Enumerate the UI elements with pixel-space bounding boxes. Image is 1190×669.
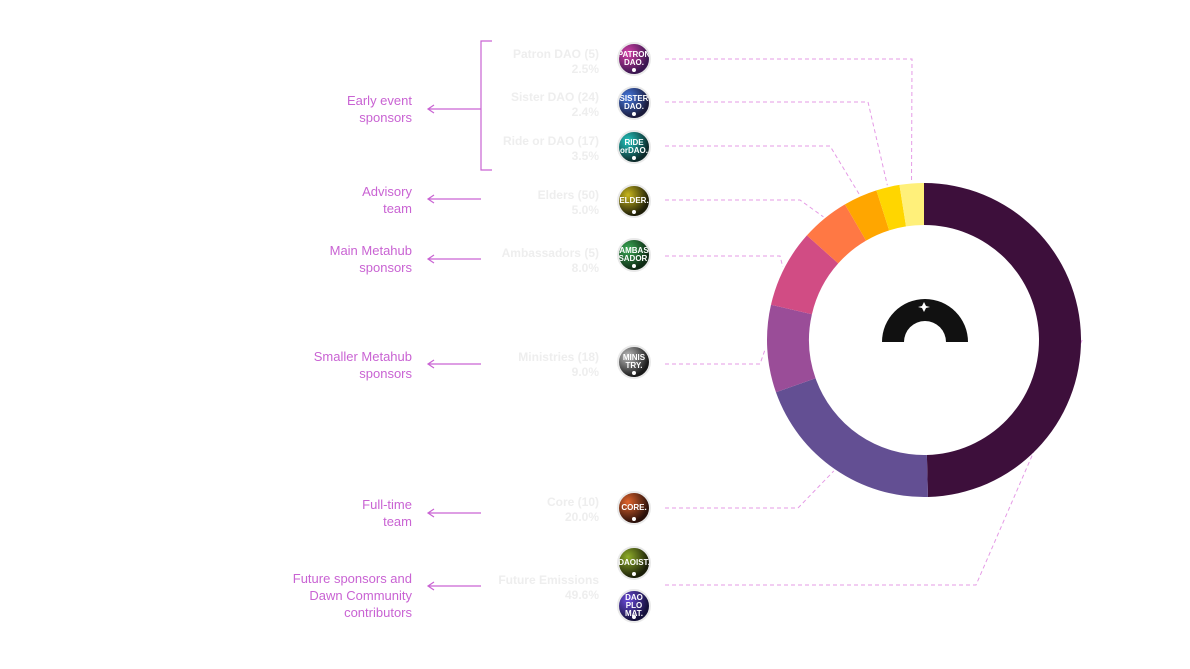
- arrow-future: [426, 581, 481, 591]
- slice-patron-dao: [899, 183, 924, 227]
- slice-label-ambassadors: Ambassadors (5) 8.0%: [501, 246, 599, 275]
- slice-label-ministries: Ministries (18) 9.0%: [518, 350, 599, 379]
- badge-elder: ELDER.: [617, 184, 651, 218]
- center-logo: [882, 299, 968, 342]
- group-arrows: [426, 40, 492, 591]
- arrow-early-event: [426, 104, 481, 114]
- connector-ambassadors: [665, 255, 784, 268]
- slice-ambassadors: [770, 235, 839, 315]
- slice-future-emissions: [924, 183, 1081, 497]
- slice-label-patron-dao: Patron DAO (5) 2.5%: [512, 47, 599, 76]
- donut-slices: [767, 183, 1081, 497]
- badge-daoist: DAOIST.: [617, 546, 651, 580]
- connector-ministries: [665, 348, 766, 365]
- connector-core: [665, 470, 835, 509]
- slice-elders: [806, 204, 867, 264]
- arrow-smaller-metahub: [426, 359, 481, 369]
- arrow-advisory: [426, 194, 481, 204]
- slice-label-elders: Elders (50) 5.0%: [537, 188, 599, 217]
- arrow-full-time: [426, 508, 481, 518]
- slice-label-core: Core (10) 20.0%: [546, 495, 599, 524]
- slice-ministries: [767, 304, 816, 393]
- connector-ride-or-dao: [665, 145, 860, 195]
- connector-elders: [665, 199, 824, 218]
- slice-label-sister-dao: Sister DAO (24) 2.4%: [510, 90, 599, 119]
- slice-sister-dao: [876, 184, 907, 231]
- connector-lines: [665, 58, 1084, 586]
- arrow-main-metahub: [426, 254, 481, 264]
- connector-patron-dao: [665, 58, 913, 182]
- slice-ride-or-dao: [844, 190, 890, 241]
- early-event-bracket: [480, 40, 492, 171]
- slice-label-ride-or-dao: Ride or DAO (17) 3.5%: [502, 134, 599, 163]
- connector-sister-dao: [665, 101, 888, 186]
- slice-label-future-emissions: Future Emissions 49.6%: [498, 573, 599, 602]
- badge-core: CORE.: [617, 491, 651, 525]
- slice-core: [775, 378, 928, 497]
